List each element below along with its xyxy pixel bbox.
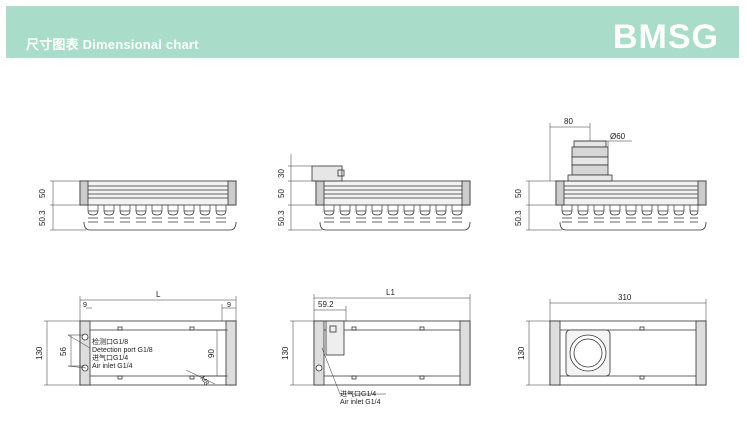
air-inlet-label-en: Air inlet G1/4 [92, 363, 133, 370]
dim-9-left: 9 [83, 302, 87, 309]
dim-130-right: 130 [517, 346, 526, 360]
dim-80: 80 [564, 117, 573, 126]
side-view-middle [288, 154, 471, 231]
page-title: 尺寸图表 Dimensional chart [26, 37, 199, 52]
detection-port-label-cn: 检测口G1/8 [92, 337, 128, 346]
dim-30-middle: 30 [277, 169, 286, 178]
air-inlet-label-cn: 进气口G1/4 [92, 353, 128, 362]
front-view-right [526, 123, 707, 231]
dim-diameter-60: Ø60 [610, 132, 626, 141]
dim-310: 310 [618, 293, 632, 302]
dim-90: 90 [207, 349, 216, 358]
top-view-left [44, 296, 237, 386]
brand-logo: BMSG [613, 18, 719, 56]
detection-port-label-en: Detection port G1/8 [92, 347, 153, 354]
top-view-right [526, 299, 707, 386]
front-view-left [50, 180, 237, 231]
header-bar: 尺寸图表 Dimensional chart BMSG [6, 6, 739, 58]
dim-130-middle: 130 [281, 346, 290, 360]
dim-M8: M8 [198, 375, 209, 387]
dim-56: 56 [59, 347, 68, 356]
dim-50-3-left: 50.3 [38, 210, 47, 226]
top-view-middle [290, 294, 471, 395]
air-inlet-callout-en: Air inlet G1/4 [340, 399, 381, 406]
air-inlet-callout-cn: 进气口G1/4 [340, 389, 376, 398]
dim-50-left: 50 [38, 189, 47, 198]
dim-50-3-right: 50.3 [514, 210, 523, 226]
dim-130-left: 130 [35, 346, 44, 360]
dim-50-3-middle: 50.3 [277, 210, 286, 226]
dim-59-2: 59.2 [318, 300, 334, 309]
dim-50-middle: 50 [277, 189, 286, 198]
dim-L: L [156, 290, 161, 299]
dim-L1: L1 [386, 288, 395, 297]
dim-50-right: 50 [514, 189, 523, 198]
dim-9-right: 9 [227, 302, 231, 309]
